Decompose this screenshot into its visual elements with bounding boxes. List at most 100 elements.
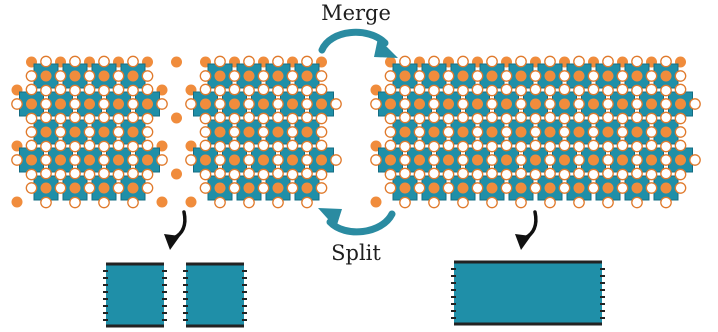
- ancilla-qubit: [413, 70, 426, 82]
- ancilla-qubit: [98, 167, 110, 180]
- ancilla-qubit: [457, 111, 469, 124]
- ancilla-qubit: [185, 98, 197, 110]
- data-qubit: [40, 126, 52, 138]
- ancilla-qubit: [112, 168, 125, 181]
- ancilla-qubit: [674, 83, 687, 96]
- data-qubit: [127, 126, 139, 138]
- ancilla-qubit: [558, 83, 571, 96]
- ancilla-qubit: [25, 168, 38, 181]
- data-qubit: [617, 154, 628, 166]
- ancilla-qubit: [660, 196, 672, 209]
- data-qubit: [515, 70, 527, 82]
- ancilla-qubit: [257, 112, 270, 125]
- ancilla-qubit: [587, 126, 600, 138]
- ancilla-qubit: [83, 139, 96, 152]
- ancilla-qubit: [674, 70, 687, 82]
- ancilla-qubit: [500, 168, 513, 181]
- ancilla-qubit: [25, 83, 38, 96]
- data-qubit: [515, 182, 527, 194]
- ancilla-qubit: [399, 154, 411, 166]
- data-qubit: [142, 154, 153, 166]
- ancilla-qubit: [428, 84, 440, 97]
- ancilla-qubit: [330, 154, 342, 166]
- ancilla-qubit: [83, 126, 96, 138]
- ancilla-qubit: [83, 168, 96, 181]
- ancilla-qubit: [558, 168, 571, 181]
- ancilla-qubit: [529, 70, 542, 82]
- ancilla-qubit: [54, 182, 67, 194]
- ancilla-qubit: [457, 84, 469, 97]
- ancilla-qubit: [544, 196, 556, 209]
- ancilla-qubit: [228, 182, 241, 194]
- ancilla-qubit: [544, 55, 556, 68]
- ancilla-qubit: [272, 154, 284, 166]
- ancilla-qubit: [141, 139, 154, 152]
- ancilla-qubit: [573, 196, 585, 209]
- ancilla-qubit: [141, 126, 154, 138]
- ancilla-qubit: [616, 70, 629, 82]
- data-qubit: [544, 70, 556, 82]
- ancilla-qubit: [471, 112, 484, 125]
- ancilla-qubit: [127, 154, 139, 166]
- ancilla-qubit: [486, 98, 498, 110]
- ancilla-qubit: [83, 83, 96, 96]
- left-lattice: [11, 55, 342, 209]
- ancilla-qubit: [573, 84, 585, 97]
- data-qubit: [272, 126, 284, 138]
- data-qubit: [84, 154, 95, 166]
- ancilla-qubit: [127, 196, 139, 209]
- data-qubit: [457, 126, 469, 138]
- ancilla-qubit: [486, 84, 498, 97]
- ancilla-qubit: [228, 83, 241, 96]
- ancilla-qubit: [428, 55, 440, 68]
- ancilla-qubit: [544, 84, 556, 97]
- data-qubit: [113, 98, 124, 110]
- merge-arrow-icon: [318, 28, 389, 54]
- ancilla-qubit: [370, 98, 382, 110]
- pointer-arrow-head: [164, 234, 180, 250]
- ancilla-qubit: [384, 70, 397, 82]
- ancilla-qubit: [25, 182, 38, 194]
- ancilla-qubit: [69, 55, 81, 68]
- ancilla-qubit: [98, 84, 110, 97]
- pointer-arrow-head: [515, 234, 531, 250]
- ancilla-qubit: [645, 168, 658, 181]
- ancilla-qubit: [286, 70, 299, 82]
- ancilla-qubit: [486, 154, 498, 166]
- ancilla-qubit: [399, 98, 411, 110]
- ancilla-qubit: [98, 111, 110, 124]
- ancilla-qubit: [399, 55, 411, 68]
- data-qubit: [316, 98, 327, 110]
- ancilla-qubit: [471, 139, 484, 152]
- data-qubit: [200, 98, 211, 110]
- ancilla-qubit: [674, 168, 687, 181]
- data-qubit: [414, 154, 425, 166]
- ancilla-qubit: [645, 182, 658, 194]
- ancilla-qubit: [486, 111, 498, 124]
- ancilla-qubit: [442, 168, 455, 181]
- ancilla-qubit: [660, 84, 672, 97]
- ancilla-qubit: [69, 84, 81, 97]
- data-qubit: [515, 126, 527, 138]
- ancilla-qubit: [457, 154, 469, 166]
- ancilla-qubit: [25, 126, 38, 138]
- ancilla-qubit: [98, 55, 110, 68]
- ancilla-qubit: [257, 182, 270, 194]
- ancilla-qubit: [602, 140, 614, 153]
- ancilla-qubit: [573, 154, 585, 166]
- ancilla-qubit: [587, 182, 600, 194]
- ancilla-qubit: [587, 139, 600, 152]
- data-qubit: [660, 182, 672, 194]
- ancilla-qubit: [228, 139, 241, 152]
- ancilla-qubit: [257, 126, 270, 138]
- ancilla-qubit: [199, 168, 212, 181]
- data-qubit: [301, 70, 313, 82]
- ancilla-qubit: [54, 83, 67, 96]
- ancilla-qubit: [315, 112, 328, 125]
- ancilla-qubit: [602, 111, 614, 124]
- data-qubit: [385, 154, 396, 166]
- ancilla-qubit: [529, 83, 542, 96]
- ancilla-qubit: [112, 83, 125, 96]
- data-qubit: [258, 98, 269, 110]
- ancilla-qubit: [529, 182, 542, 194]
